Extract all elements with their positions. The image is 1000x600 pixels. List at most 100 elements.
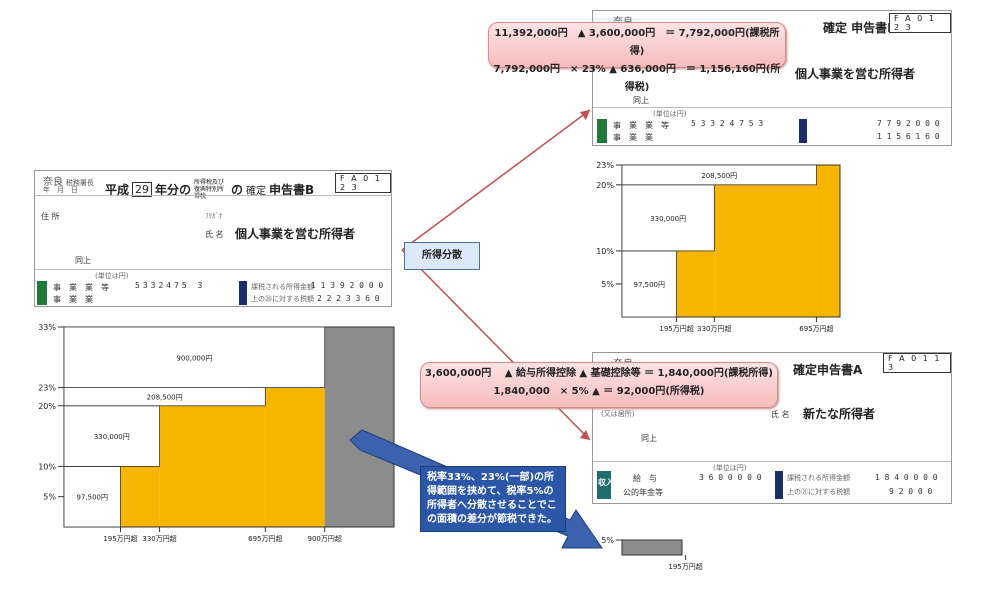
unit-label: (単位は円) — [713, 464, 747, 472]
left-tax-form: 奈良 税務署長 年 月 日 平成 29 年分の 所得税及び 復興特別所得税 の … — [34, 170, 392, 307]
office-name: 奈良 — [43, 177, 63, 188]
kind-suffix: の — [231, 183, 244, 197]
top-calc-callout: 11,392,000円 ▲ 3,600,000円 ＝ 7,792,000円(課税… — [488, 22, 786, 93]
x-tick-label-0: 195万円超 — [103, 534, 137, 543]
name-label: 氏 名 — [205, 230, 224, 239]
row1-value: 5 3 3 2 4 7 5 3 — [691, 119, 764, 128]
address-label: 住 所 — [41, 212, 60, 221]
tax-amount-label-1: 330,000円 — [94, 433, 130, 441]
tax-label: 上の㉑に対する税額 — [787, 488, 850, 496]
tax-amount-box-0 — [63, 465, 121, 528]
tax-value: 9 2 0 0 0 — [889, 487, 933, 496]
y-tick-label-1: 10% — [38, 462, 56, 471]
same-label: 同上 — [641, 434, 657, 443]
y-tick-label-4: 33% — [38, 323, 56, 332]
chart-frame — [621, 539, 683, 556]
tax-amount-box-1 — [621, 184, 715, 252]
row1-value: 3 6 0 0 0 0 0 — [699, 473, 762, 482]
row1-label: 事 業 業 等 — [53, 283, 109, 292]
step-bar-4 — [324, 327, 394, 527]
date-line: 年 月 日 — [43, 186, 78, 194]
form-title: 確定 申告書B — [823, 21, 897, 35]
top-calc-line2: 7,792,000円 × 23% ▲ 636,000円 ＝ 1,156,160円… — [493, 64, 781, 93]
form-title: 申告書B — [269, 183, 315, 197]
step-bar-1 — [676, 250, 715, 317]
same-label: 同上 — [633, 96, 649, 105]
form-id: F A 0 1 1 3 — [883, 353, 951, 373]
tax-amount-label-3: 900,000円 — [176, 354, 212, 362]
row1-value: 5332475 3 — [135, 281, 206, 290]
name-label: 氏 名 — [771, 410, 790, 419]
tax-amount-label-0: 97,500円 — [76, 494, 108, 502]
era-label: 平成 — [105, 183, 130, 197]
furigana-label: ﾌﾘｶﾞﾅ — [205, 212, 223, 220]
tax-label: 上の㉖に対する税額 — [251, 295, 314, 303]
tax-section-bar — [775, 471, 783, 499]
savings-note: 税率33%、23%(一部)の所得範囲を挟めて、税率5%の所得者へ分散させることで… — [420, 466, 566, 532]
y-tick-label-2: 20% — [596, 181, 614, 190]
step-bar-2 — [159, 405, 266, 527]
form-id: F A 0 1 2 3 — [889, 13, 951, 33]
top-calc-line1: 11,392,000円 ▲ 3,600,000円 ＝ 7,792,000円(課税… — [494, 28, 780, 57]
y-tick-label-2: 20% — [38, 402, 56, 411]
bottom-calc-callout: 3,600,000円 ▲ 給与所得控除 ▲ 基礎控除等 ＝ 1,840,000円… — [420, 362, 778, 408]
step-bar-0 — [622, 540, 682, 555]
x-tick-label-1: 330万円超 — [697, 324, 731, 333]
tax-amount-box-3 — [63, 326, 326, 389]
unit-label: (単位は円) — [95, 272, 129, 280]
tax-amount-box-0 — [621, 250, 677, 318]
row2-label: 公的年金等 — [623, 488, 663, 497]
taxable-value: 1 1 3 9 2 0 0 0 — [311, 281, 384, 290]
row2-label: 事 業 業 — [53, 295, 93, 304]
bottom-calc-line2: 1,840,000 × 5% ▲ ＝ 92,000円(所得税) — [493, 386, 705, 397]
bottom-calc-line1: 3,600,000円 ▲ 給与所得控除 ▲ 基礎控除等 ＝ 1,840,000円… — [424, 368, 774, 379]
arrow-head-up — [580, 110, 590, 120]
x-tick-label-3: 900万円超 — [308, 534, 342, 543]
tax-section-bar — [239, 281, 247, 305]
tax-value: 2 2 2 3 3 6 0 — [317, 294, 380, 303]
y-tick-label-1: 10% — [596, 247, 614, 256]
taxpayer-name: 新たな所得者 — [803, 407, 876, 421]
taxable-label: 課税される所得金額 — [251, 283, 314, 291]
y-tick-label-3: 23% — [596, 161, 614, 170]
x-tick-label-2: 695万円超 — [248, 534, 282, 543]
arrow-line-down — [401, 249, 591, 441]
address-label: (又は居所) — [601, 410, 635, 418]
year-suffix: 年分の — [155, 183, 192, 197]
distribution-arrows — [401, 109, 591, 441]
tax-amount-label-1: 330,000円 — [650, 215, 686, 223]
step-bar-2 — [714, 184, 817, 317]
tax-kind: 所得税及び 復興特別所得税 — [194, 179, 225, 200]
same-label: 同上 — [75, 256, 91, 265]
income-section-bar — [37, 281, 47, 305]
right-bottom-tax-bracket-chart: 5%195万円超 — [601, 536, 702, 571]
row2-label: 事 業 業 — [613, 133, 653, 142]
tax-amount-label-0: 97,500円 — [634, 281, 666, 289]
x-tick-label-2: 695万円超 — [799, 324, 833, 333]
step-bar-3 — [265, 387, 325, 527]
taxpayer-name: 個人事業を営む所得者 — [795, 67, 916, 81]
arrow-head-down — [580, 430, 590, 440]
income-distribution-label: 所得分散 — [404, 242, 480, 270]
x-tick-label-0: 195万円超 — [659, 324, 693, 333]
form-id: F A 0 1 2 3 — [335, 173, 391, 193]
income-section-bar — [597, 119, 607, 143]
income-side-label: 収入 — [598, 478, 614, 487]
tax-amount-box-1 — [63, 405, 160, 467]
row1-label: 事 業 業 等 — [613, 121, 669, 130]
unit-label: (単位は円) — [653, 110, 687, 118]
tax-amount-box-2 — [621, 164, 817, 186]
row1-label: 給 与 — [633, 474, 657, 483]
tax-amount-label-2: 208,500円 — [701, 172, 737, 180]
form-type: 確定 — [246, 186, 267, 197]
taxable-value: 7 7 9 2 0 0 0 — [877, 119, 940, 128]
y-tick-label-3: 23% — [38, 384, 56, 393]
y-tick-label-0: 5% — [43, 493, 56, 502]
step-bar-1 — [120, 466, 160, 527]
step-bar-3 — [816, 165, 840, 317]
taxpayer-name: 個人事業を営む所得者 — [235, 227, 356, 241]
x-tick-label-0: 195万円超 — [668, 562, 702, 571]
arrow-line-up — [401, 109, 591, 251]
